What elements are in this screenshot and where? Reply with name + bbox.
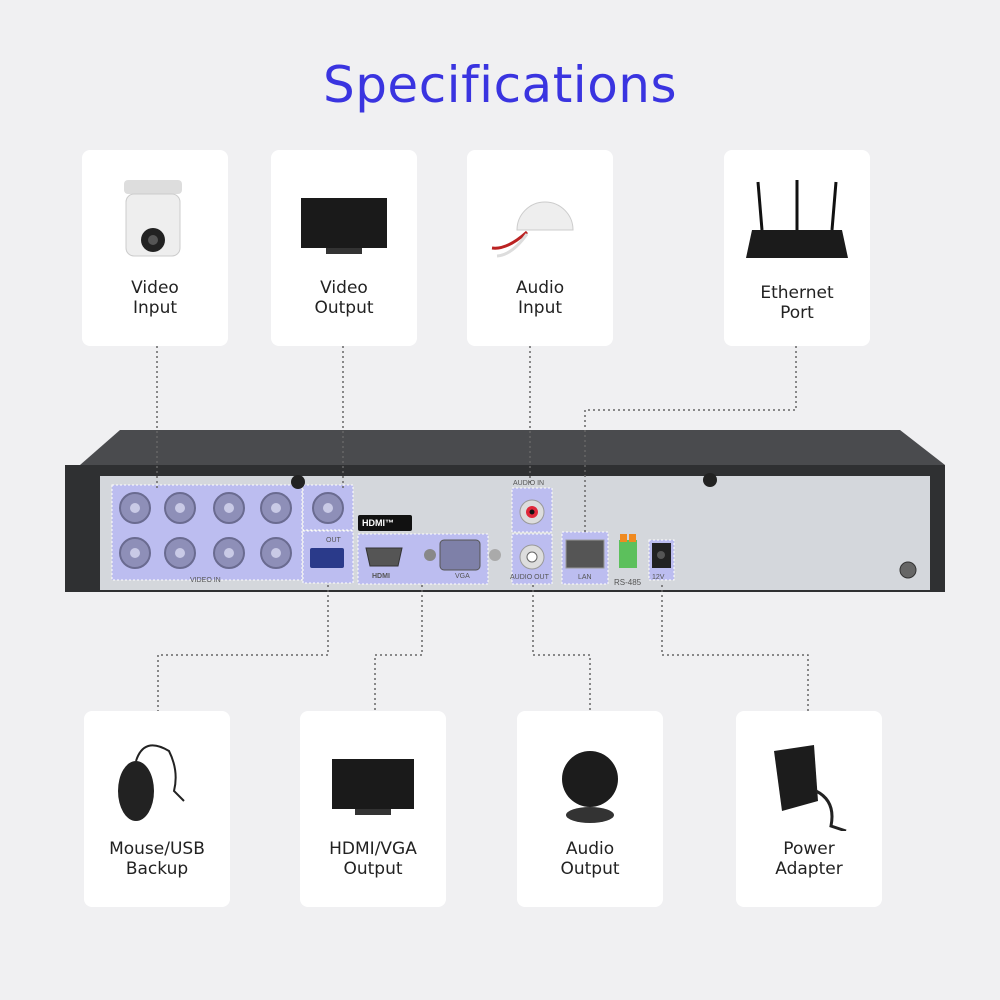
usb-port — [310, 548, 344, 568]
mouse-icon — [118, 744, 185, 821]
video-in-label: VIDEO IN — [190, 577, 221, 584]
bullet-camera-icon — [124, 180, 182, 257]
vga-label: VGA — [455, 573, 470, 580]
video-out-label: OUT — [326, 537, 341, 544]
card-audio-input: Audio Input — [467, 150, 613, 346]
power-adapter-icon — [774, 745, 847, 831]
card-label: Audio Input — [515, 278, 565, 318]
vga-port — [439, 539, 481, 571]
card-mouse-usb-backup: Mouse/USB Backup — [84, 711, 230, 907]
card-video-output: Video Output — [271, 150, 417, 346]
rs485-label: RS-485 — [614, 578, 642, 587]
monitor-icon — [332, 759, 414, 815]
card-power-adapter: Power Adapter — [736, 711, 882, 907]
lan-label: LAN — [578, 574, 592, 581]
card-label: Audio Output — [560, 839, 620, 879]
card-video-input: Video Input — [82, 150, 228, 346]
hdmi-label: HDMI — [372, 573, 390, 580]
card-label: Video Output — [314, 278, 374, 318]
card-label: Video Input — [131, 278, 179, 318]
card-audio-output: Audio Output — [517, 711, 663, 907]
hdmi-badge — [358, 515, 412, 531]
card-hdmi-vga-output: HDMI/VGA Output — [300, 711, 446, 907]
monitor-icon — [301, 198, 387, 254]
speaker-icon — [562, 751, 618, 823]
card-label: Ethernet Port — [760, 283, 834, 323]
card-label: Mouse/USB Backup — [109, 839, 205, 879]
card-label: HDMI/VGA Output — [329, 839, 417, 879]
router-icon — [746, 180, 848, 258]
microphone-icon — [491, 201, 574, 258]
page-title: Specifications — [322, 56, 678, 114]
audio-in-label: AUDIO IN — [513, 480, 545, 487]
card-label: Power Adapter — [775, 839, 843, 879]
card-ethernet-port: Ethernet Port — [724, 150, 870, 346]
hdmi-badge-label: HDMI™ — [362, 518, 394, 528]
power-label: 12V — [652, 574, 665, 581]
audio-out-label: AUDIO OUT — [510, 574, 549, 581]
dvr-top — [80, 430, 945, 465]
lan-port — [565, 539, 605, 569]
rs485-port — [619, 540, 637, 568]
